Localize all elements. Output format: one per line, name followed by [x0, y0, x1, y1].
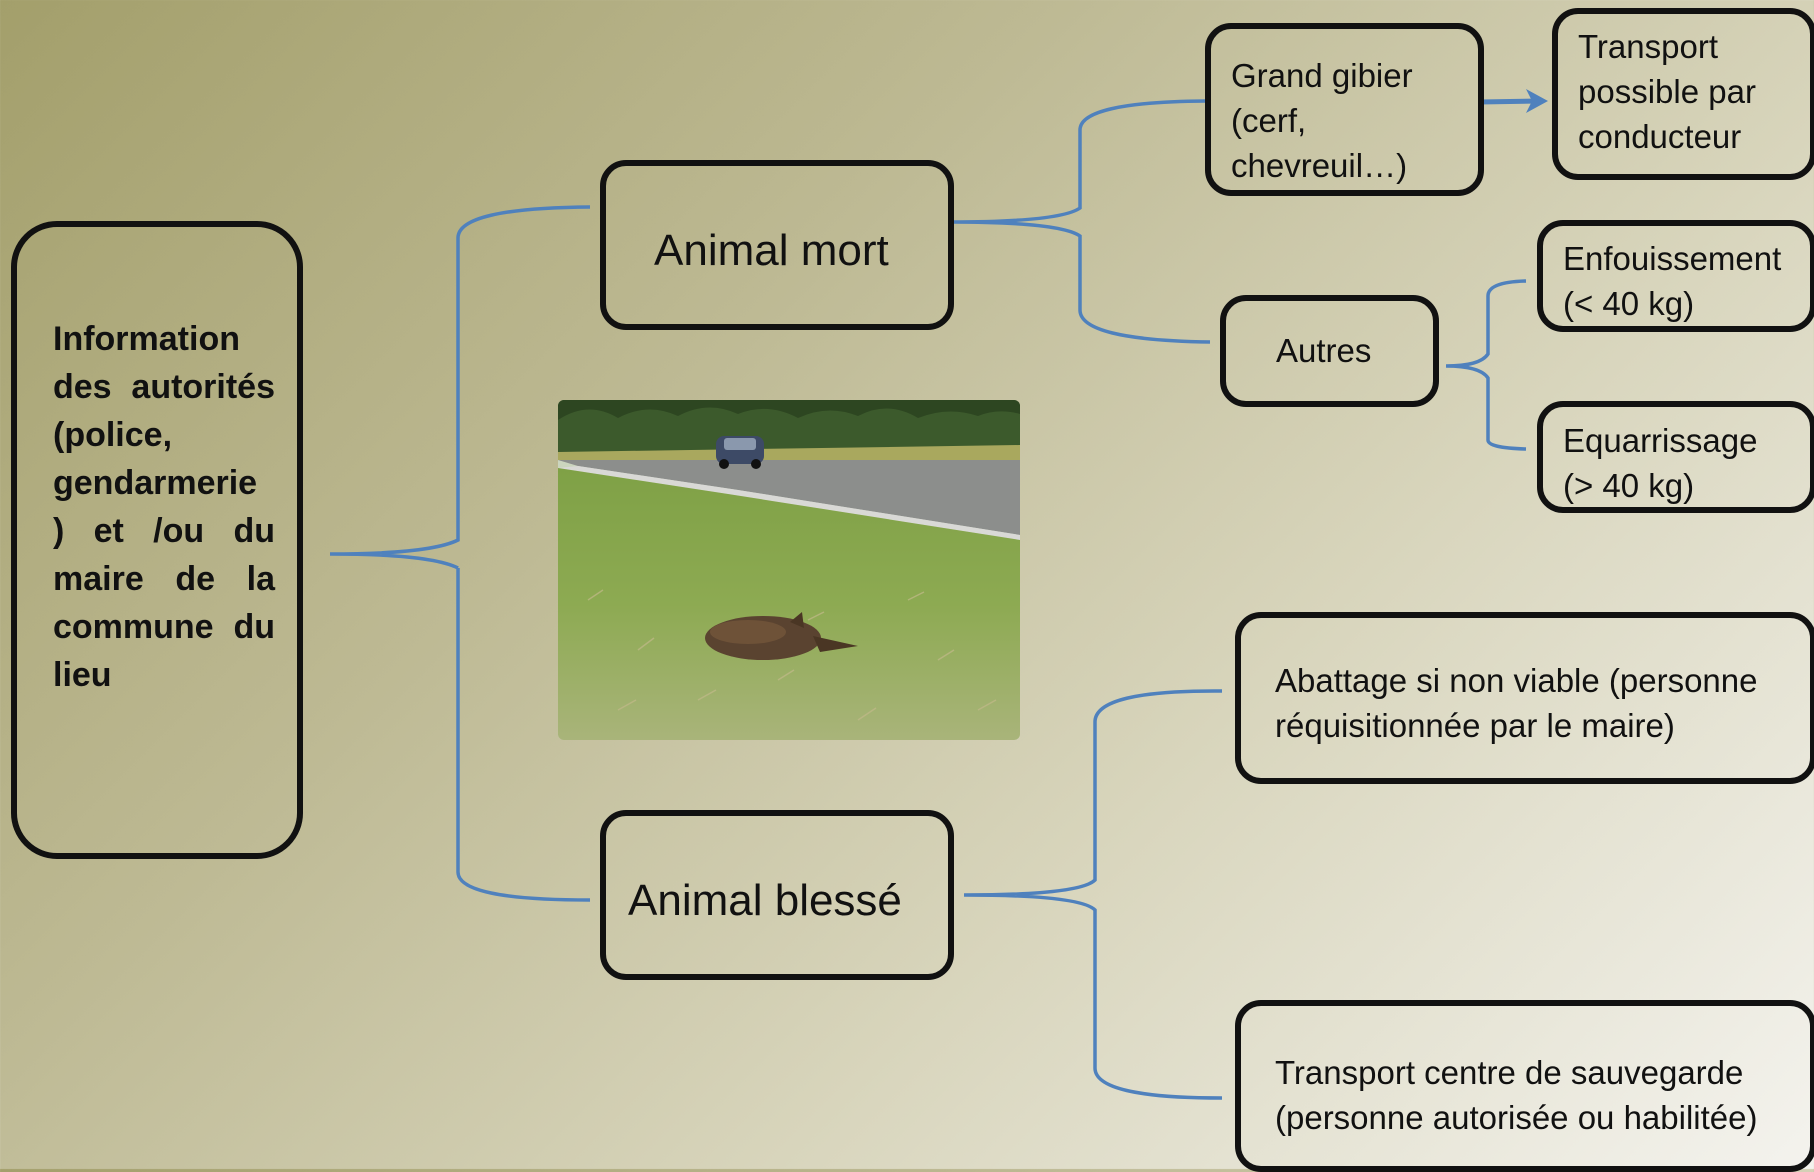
- autres-text: Autres: [1276, 332, 1372, 369]
- roadside-dead-boar-photo: [558, 400, 1020, 740]
- transport-centre-text: Transport centre de sauvegarde (personne…: [1275, 1054, 1758, 1136]
- animal-mort-text: Animal mort: [654, 226, 889, 275]
- enfouissement-box: Enfouissement (< 40 kg): [1537, 220, 1814, 332]
- autres-box: Autres: [1220, 295, 1439, 407]
- equarrissage-text: Equarrissage (> 40 kg): [1563, 422, 1758, 504]
- animal-blesse-text: Animal blessé: [628, 876, 902, 925]
- abattage-text: Abattage si non viable (personne réquisi…: [1275, 662, 1758, 744]
- brace-animal-mort: [949, 99, 1211, 344]
- arrow-head-icon: [1526, 89, 1548, 113]
- abattage-box: Abattage si non viable (personne réquisi…: [1235, 612, 1814, 784]
- equarrissage-box: Equarrissage (> 40 kg): [1537, 401, 1814, 513]
- arrow-line: [1479, 98, 1541, 105]
- grand-gibier-text: Grand gibier (cerf, chevreuil…): [1231, 57, 1413, 184]
- info-authorities-box: Information des autorités (police, genda…: [11, 221, 303, 859]
- enfouissement-text: Enfouissement (< 40 kg): [1563, 240, 1782, 322]
- photo-drawing: [558, 400, 1020, 740]
- brace-animal-blesse: [963, 689, 1223, 1100]
- brace-info: [329, 205, 591, 902]
- transport-centre-box: Transport centre de sauvegarde (personne…: [1235, 1000, 1814, 1172]
- brace-autres: [1445, 279, 1527, 451]
- animal-blesse-box: Animal blessé: [600, 810, 954, 980]
- grand-gibier-box: Grand gibier (cerf, chevreuil…): [1205, 23, 1484, 196]
- animal-mort-box: Animal mort: [600, 160, 954, 330]
- info-authorities-text: Information des autorités (police, genda…: [53, 320, 275, 694]
- transport-conducteur-box: Transport possible par conducteur: [1552, 8, 1814, 180]
- transport-conducteur-text: Transport possible par conducteur: [1578, 28, 1756, 155]
